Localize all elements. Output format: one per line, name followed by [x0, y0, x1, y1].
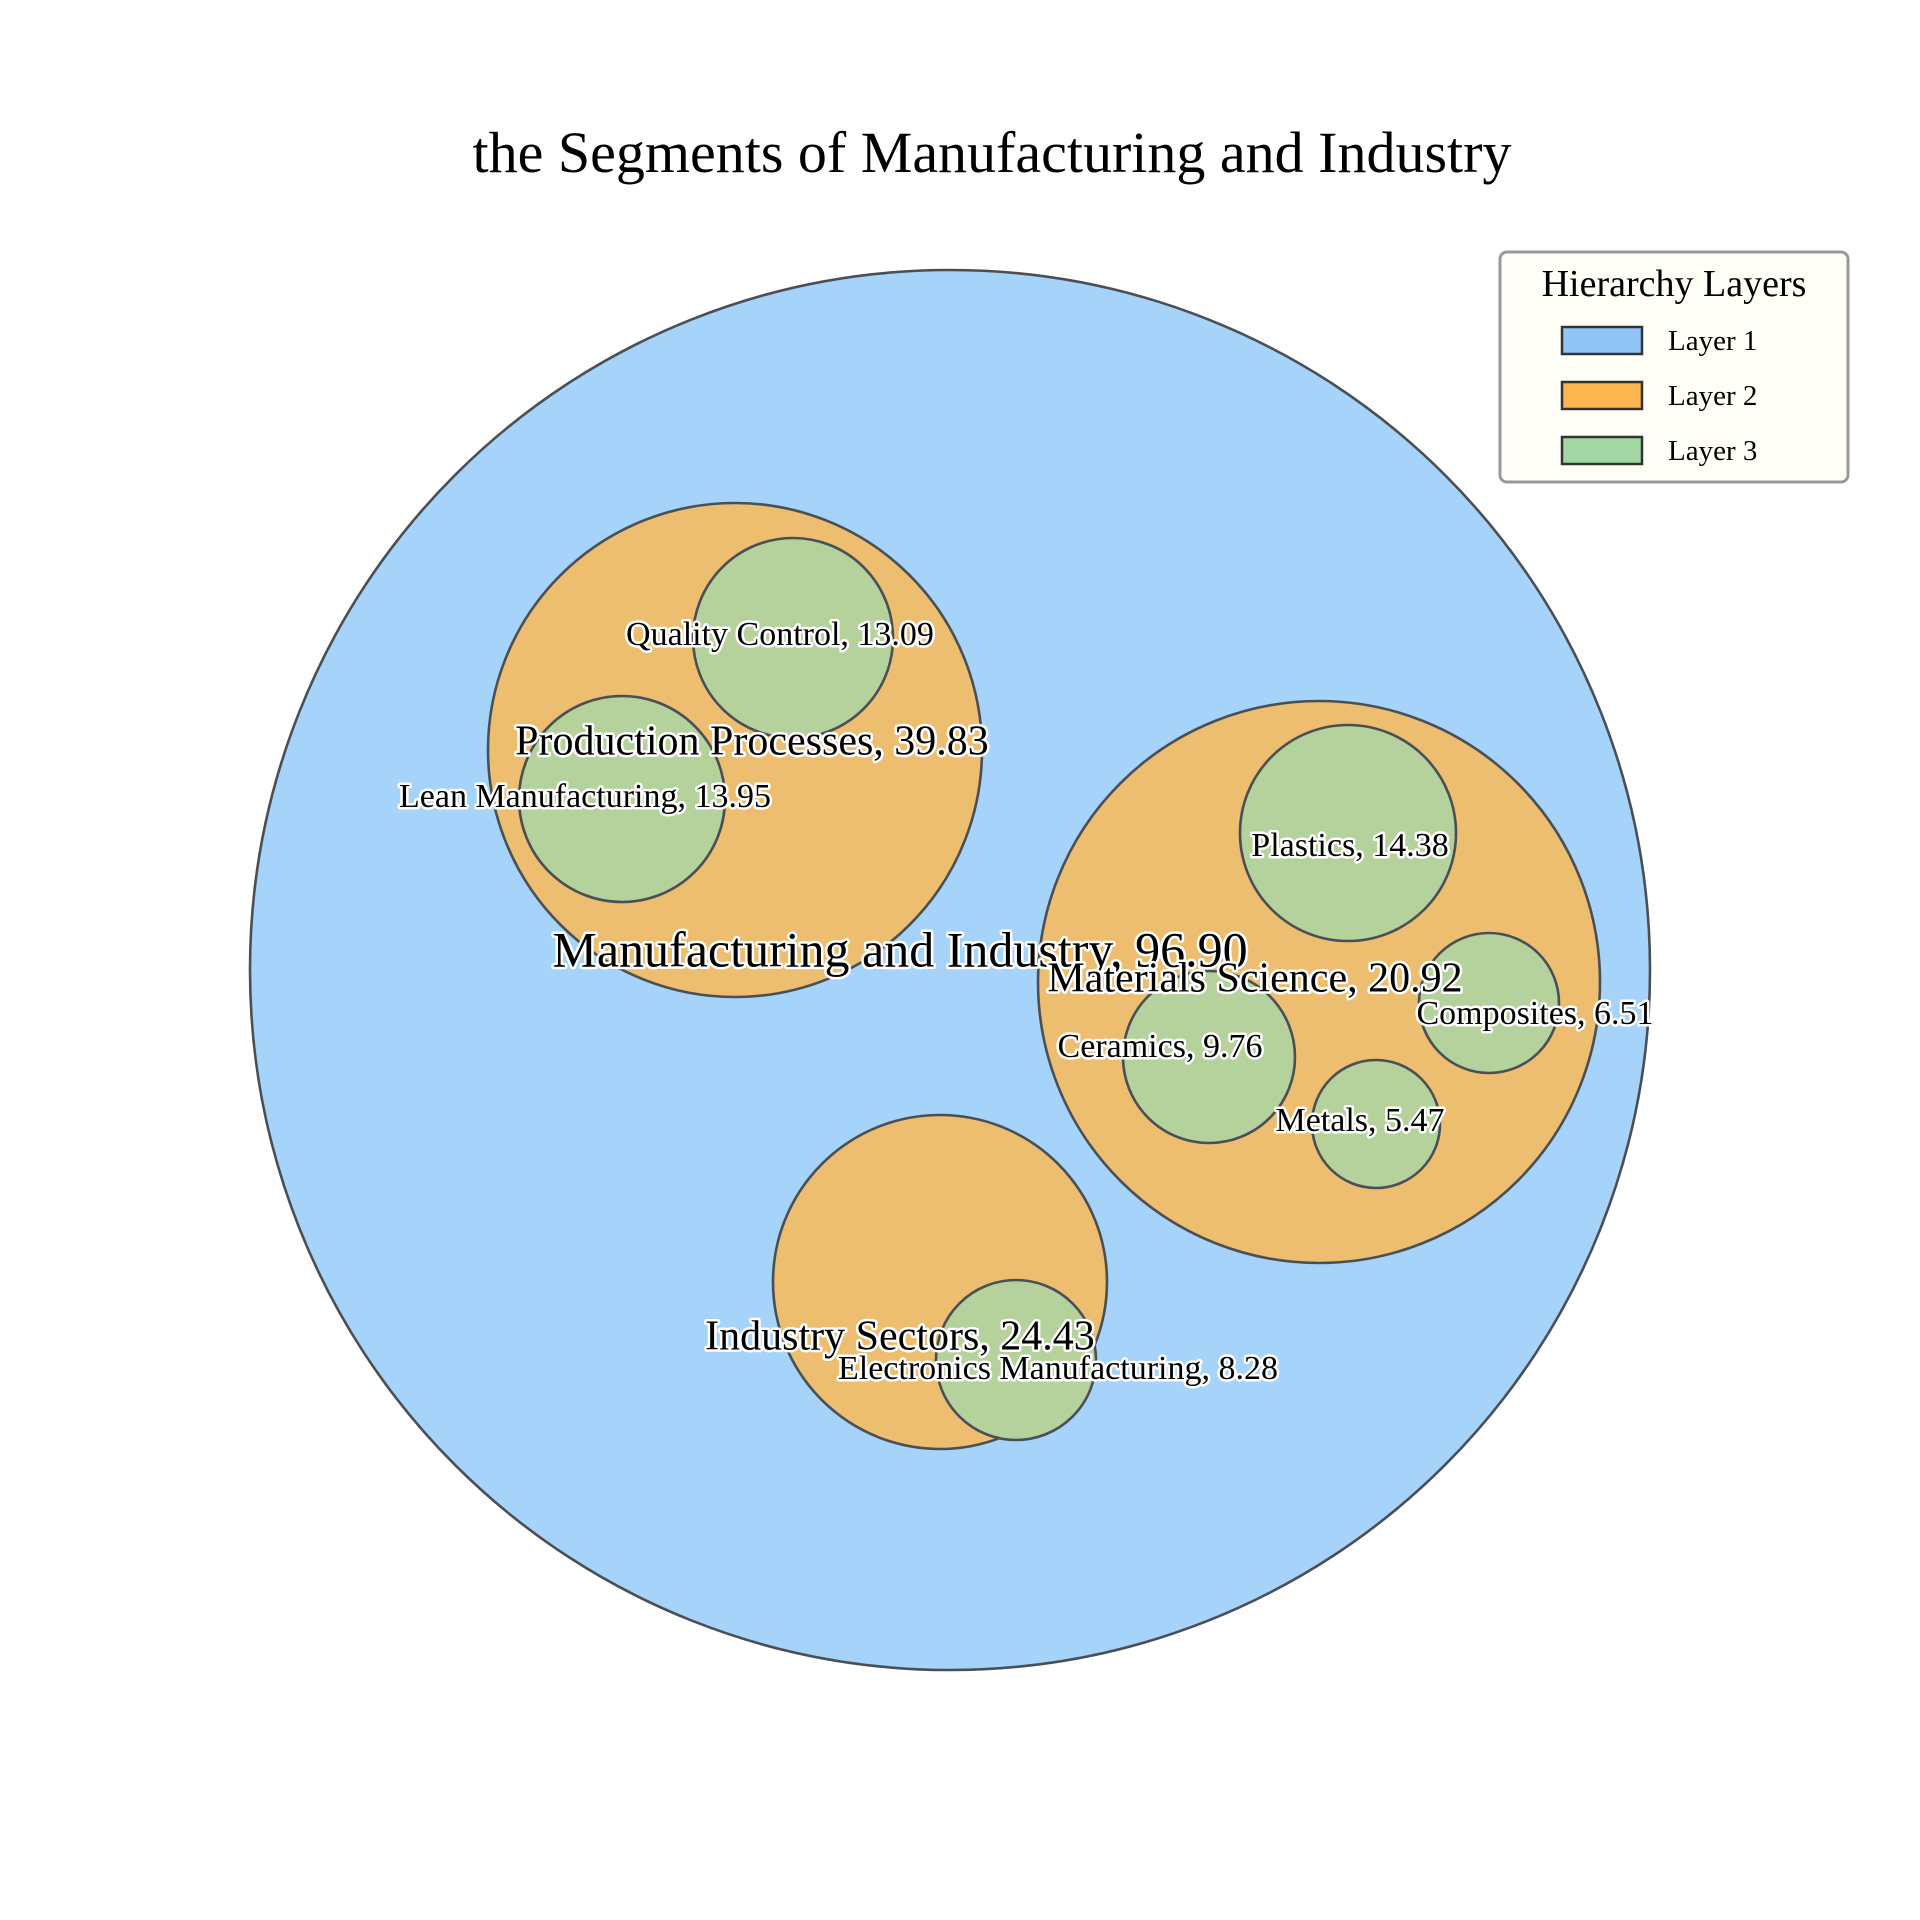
bubble-label-ceramics: Ceramics, 9.76 — [1058, 1028, 1263, 1065]
bubble-composites — [1417, 931, 1561, 1075]
legend-label-layer-3: Layer 3 — [1668, 435, 1757, 467]
bubbles-layer — [248, 268, 1652, 1672]
legend-swatch-layer-1 — [1560, 325, 1644, 356]
legend-label-layer-2: Layer 2 — [1668, 380, 1757, 412]
bubble-label-sectors: Industry Sectors, 24.43 — [705, 1314, 1095, 1360]
legend-box — [1498, 250, 1850, 484]
legend-title: Hierarchy Layers — [1542, 263, 1807, 305]
legend-items: Layer 1 Layer 2 Layer 3 — [1560, 325, 1757, 467]
bubble-label-quality: Quality Control, 13.09 — [626, 616, 934, 653]
chart-title: the Segments of Manufacturing and Indust… — [473, 120, 1512, 185]
bubble-label-metals: Metals, 5.47 — [1275, 1102, 1444, 1139]
bubble-ceramics — [1121, 969, 1297, 1145]
bubble-plastics — [1238, 723, 1458, 943]
legend-label-layer-1: Layer 1 — [1668, 325, 1757, 357]
legend-swatch-layer-3 — [1560, 435, 1644, 466]
labels-layer: Manufacturing and Industry, 96.90 Product… — [397, 613, 1657, 1389]
legend-swatch-layer-2 — [1560, 380, 1644, 411]
bubble-label-plastics: Plastics, 14.38 — [1251, 827, 1448, 864]
bubble-quality — [691, 536, 895, 740]
bubble-metals — [1310, 1058, 1442, 1190]
bubble-label-production: Production Processes, 39.83 — [515, 719, 989, 765]
bubble-label-root: Manufacturing and Industry, 96.90 — [552, 921, 1247, 977]
bubble-label-lean: Lean Manufacturing, 13.95 — [399, 778, 771, 815]
bubble-label-materials: Materials Science, 20.92 — [1047, 956, 1462, 1002]
legend: Hierarchy Layers Layer 1 Layer 2 Layer 3 — [1498, 250, 1850, 484]
bubble-lean — [517, 694, 727, 904]
bubble-label-electronics: Electronics Manufacturing, 8.28 — [838, 1350, 1278, 1387]
bubble-electronics — [934, 1278, 1098, 1442]
bubble-label-composites: Composites, 6.51 — [1416, 995, 1653, 1032]
